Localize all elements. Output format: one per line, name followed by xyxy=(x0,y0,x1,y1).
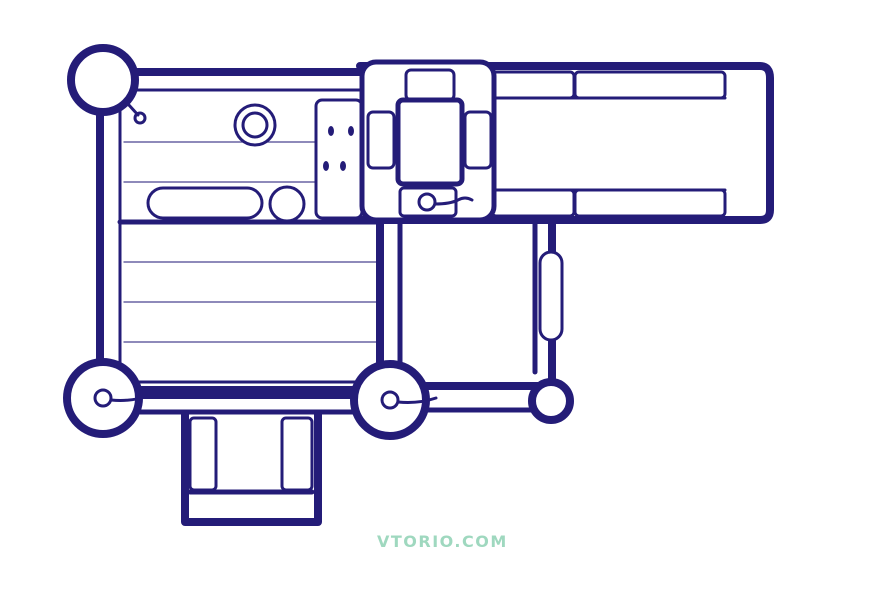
stool xyxy=(268,185,306,223)
table xyxy=(395,97,465,187)
column-top-left xyxy=(67,44,139,116)
fixtures xyxy=(126,102,306,223)
column-bottom-right xyxy=(528,378,574,424)
column-bottom-left xyxy=(63,358,150,438)
floor-lines xyxy=(123,141,377,343)
right-room xyxy=(356,62,774,224)
dining-table xyxy=(359,59,497,223)
porch xyxy=(181,410,322,526)
bench xyxy=(146,186,264,220)
basin xyxy=(233,103,277,147)
stove xyxy=(314,98,364,220)
watermark: VTORIO.COM xyxy=(377,532,508,551)
corner-columns xyxy=(63,44,574,440)
pillar xyxy=(538,250,564,342)
chair xyxy=(366,110,396,170)
chair xyxy=(463,110,493,170)
column-bottom-middle xyxy=(350,360,438,440)
